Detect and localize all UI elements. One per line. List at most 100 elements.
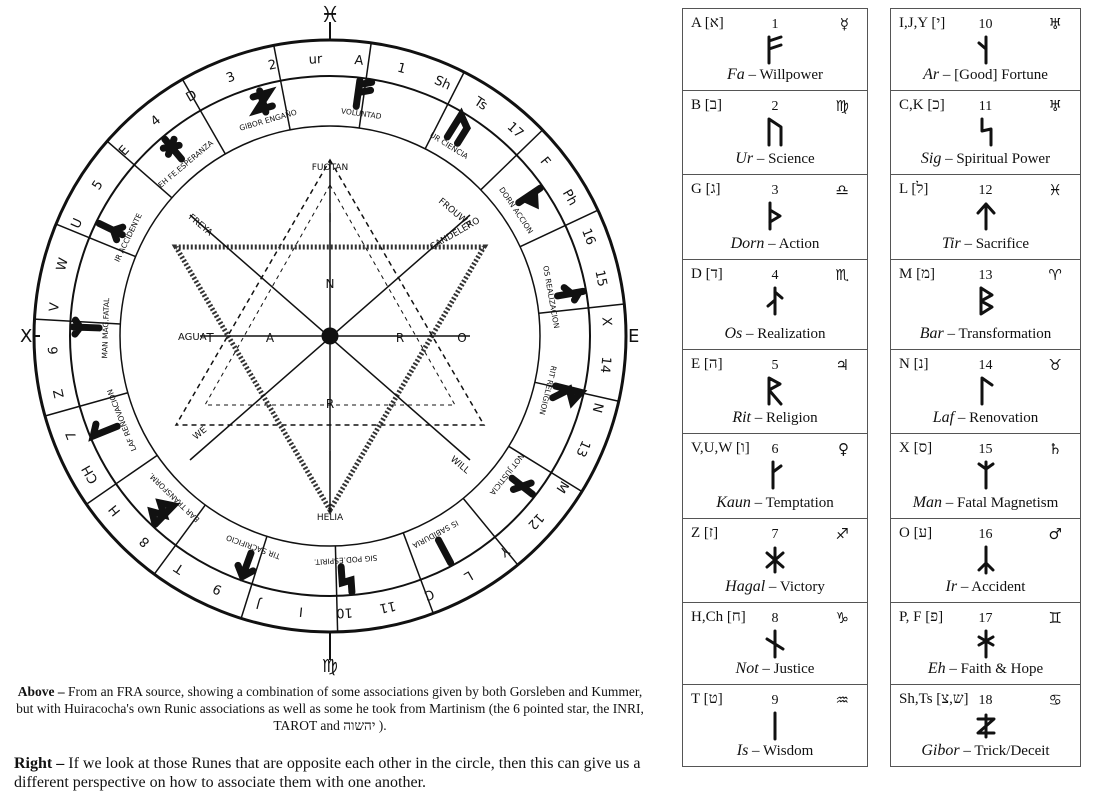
- rune-row-header: O [ע] 16 ♂: [899, 525, 1072, 545]
- astro-symbol-icon: ♈: [1048, 266, 1062, 284]
- sector-label: VOLUNTAD: [340, 106, 382, 121]
- rune-letters: P, F [פ]: [899, 609, 944, 625]
- ring-label: 16: [578, 226, 598, 247]
- astro-symbol-icon: ♉: [1048, 356, 1062, 374]
- ring-spoke: [519, 209, 599, 248]
- ring-spoke: [44, 392, 129, 417]
- man-rune-icon: [977, 460, 994, 490]
- tarot-letter-4: O: [457, 331, 466, 345]
- rune-name: Dorn: [730, 235, 765, 252]
- fa-rune-icon: [352, 77, 376, 110]
- astro-symbol-icon: ♊: [1048, 609, 1062, 627]
- ring-label: T: [172, 559, 188, 576]
- ur-rune-icon: [443, 107, 471, 147]
- ring-label: 14: [597, 356, 614, 374]
- rune-name-meaning: Eh – Faith & Hope: [891, 660, 1080, 678]
- rune-row-header: I,J,Y [י] 10 ♅: [899, 15, 1072, 35]
- rune-letters: X [ס]: [899, 440, 933, 456]
- ring-label: 6: [46, 346, 61, 355]
- tarot-letter-1: T: [205, 331, 214, 345]
- rune-meaning: – Trick/Deceit: [963, 743, 1050, 759]
- dorn-rune-icon: [515, 184, 544, 210]
- rune-name: Os: [724, 325, 743, 342]
- caption-above: Above – From an FRA source, showing a co…: [10, 683, 650, 734]
- rune-letters: M [מ]: [899, 266, 935, 282]
- ring-spoke: [424, 71, 465, 150]
- rune-letters: N [נ]: [899, 356, 929, 372]
- rune-row-header: M [מ] 13 ♈: [899, 266, 1072, 286]
- fa-rune-icon: [767, 35, 783, 65]
- rune-row-dorn: G [ג] 3 ♎ Dorn – Action: [682, 174, 868, 260]
- bar-rune-icon: [147, 498, 181, 528]
- hagal-rune-icon: [765, 546, 785, 574]
- rune-name: Is: [736, 742, 749, 759]
- caption-above-text: From an FRA source, showing a combinatio…: [16, 684, 644, 733]
- astro-symbol-icon: ♄: [1048, 440, 1062, 458]
- rune-name-meaning: Rit – Religion: [683, 409, 867, 427]
- rune-number: 5: [771, 358, 779, 373]
- rune-row-eh: P, F [פ] 17 ♊ Eh – Faith & Hope: [890, 602, 1081, 685]
- os-rune-icon: [766, 286, 784, 316]
- caption-right-text: If we look at those Runes that are oppos…: [14, 755, 641, 791]
- rune-name-meaning: Ur – Science: [683, 150, 867, 168]
- tir-rune-icon: [976, 202, 995, 231]
- sig-rune-icon: [980, 117, 992, 147]
- wheel-top-symbol: ♓: [320, 3, 340, 28]
- rune-row-is: T [ט] 9 ♒ Is – Wisdom: [682, 684, 868, 767]
- sector-label: LAF RENOVACION: [105, 388, 138, 453]
- inri-letter-3: R: [326, 397, 334, 411]
- ring-label: I: [298, 603, 303, 618]
- rune-meaning: – Sacrifice: [964, 236, 1029, 252]
- ring-spoke: [334, 545, 339, 632]
- ring-label: M: [553, 478, 572, 496]
- astro-symbol-icon: ♎: [835, 181, 849, 199]
- ring-label: L: [461, 567, 475, 584]
- rune-name: Not: [735, 660, 759, 677]
- rune-name: Ir: [945, 578, 958, 595]
- rune-number: 12: [978, 183, 993, 198]
- rune-name-meaning: Bar – Transformation: [891, 325, 1080, 343]
- ring-label: Y: [496, 542, 512, 559]
- rune-meaning: – Renovation: [957, 410, 1039, 426]
- not-rune-icon: [765, 629, 785, 659]
- rune-row-header: E [ה] 5 ♃: [691, 356, 859, 376]
- ring-label: 12: [524, 510, 546, 532]
- ring-spoke: [86, 454, 158, 505]
- rune-row-sig: C,K [כ] 11 ♅ Sig – Spiritual Power: [890, 90, 1081, 175]
- astro-symbol-icon: ♓: [1048, 181, 1062, 199]
- ring-spoke: [273, 45, 291, 130]
- ring-label: 8: [137, 533, 153, 550]
- rit-rune-icon: [767, 376, 783, 406]
- ring-label: 10: [336, 604, 353, 620]
- ring-label: 2: [267, 57, 278, 73]
- astro-symbol-icon: ♒: [835, 691, 849, 709]
- ar-rune-icon: [977, 35, 987, 65]
- rune-name-meaning: Sig – Spiritual Power: [891, 150, 1080, 168]
- rune-letters: O [ע]: [899, 525, 933, 541]
- rune-letters: G [ג]: [691, 181, 721, 197]
- rune-name-meaning: Dorn – Action: [683, 235, 867, 253]
- ring-label: F: [537, 154, 553, 169]
- rune-name: Rit: [732, 409, 751, 426]
- rune-number: 4: [771, 268, 779, 283]
- ring-label: 4: [148, 113, 164, 130]
- ring-label: 7: [63, 429, 80, 442]
- rune-letters: V,U,W [ו]: [691, 440, 750, 456]
- not-rune-icon: [508, 474, 537, 498]
- ring-label: 13: [572, 438, 592, 459]
- rune-name-meaning: Ar – [Good] Fortune: [891, 66, 1080, 84]
- ring-label: J: [255, 595, 264, 611]
- inri-letter-4: I: [328, 449, 332, 463]
- bar-rune-icon: [979, 286, 993, 316]
- ring-label: 15: [591, 269, 609, 288]
- ring-label: V: [47, 302, 63, 313]
- rune-name: Laf: [932, 409, 955, 426]
- rune-name: Ar: [923, 66, 940, 83]
- laf-rune-icon: [980, 376, 993, 406]
- rune-meaning: – Realization: [745, 326, 826, 342]
- ir-rune-icon: [95, 219, 127, 244]
- ring-spoke: [538, 303, 625, 315]
- rune-row-header: Sh,Ts [ש,צ] 18 ♋: [899, 691, 1072, 711]
- sector-label: TIR SACRIFICIO: [225, 533, 283, 561]
- rune-row-header: L [ל] 12 ♓: [899, 181, 1072, 201]
